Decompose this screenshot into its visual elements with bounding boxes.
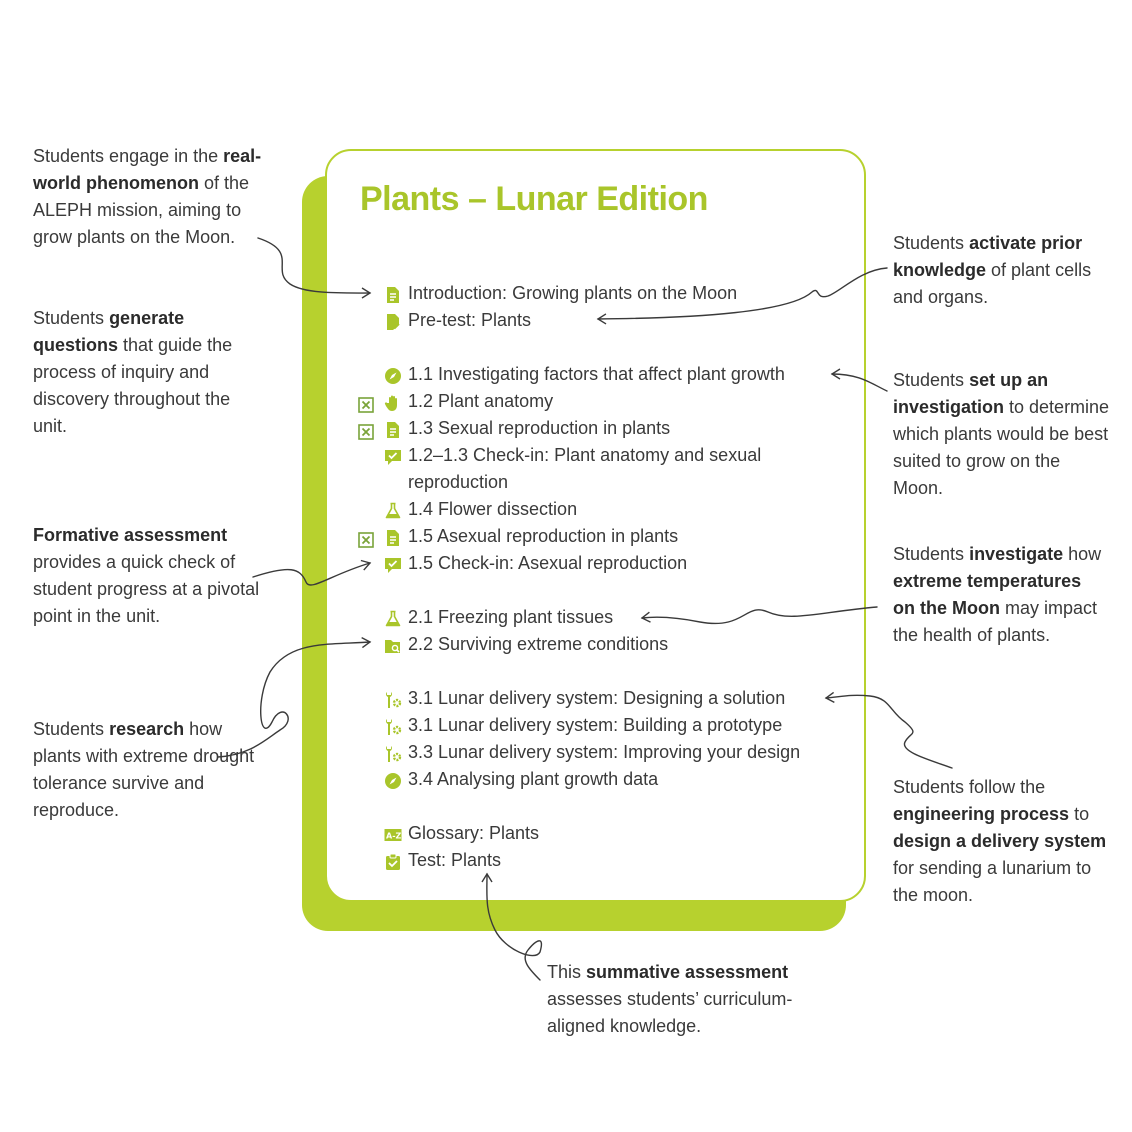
svg-text:A-Z: A-Z	[386, 832, 402, 841]
note-phenomenon: Students engage in the real-world phenom…	[33, 146, 262, 247]
lesson-title: 1.1 Investigating factors that affect pl…	[408, 364, 785, 384]
chat-check-icon	[384, 555, 402, 573]
lesson-title: 3.1 Lunar delivery system: Building a pr…	[408, 715, 783, 735]
compass-icon	[384, 366, 402, 384]
spreadsheet-icon	[358, 394, 374, 413]
compass-icon	[384, 771, 402, 789]
lesson-title: Glossary: Plants	[408, 823, 540, 843]
note-prior-knowledge: Students activate prior knowledge of pla…	[893, 233, 1092, 307]
note-investigation: Students set up an investigation to dete…	[893, 370, 1110, 498]
note-questions: Students generate questions that guide t…	[33, 308, 233, 436]
lesson-title: 1.2–1.3 Check-in: Plant anatomy and sexu…	[408, 445, 762, 492]
tools-icon	[384, 690, 402, 708]
lesson-title: 2.1 Freezing plant tissues	[408, 607, 614, 627]
lesson-title: Introduction: Growing plants on the Moon	[408, 283, 738, 303]
lesson-title: Pre-test: Plants	[408, 310, 532, 330]
lesson-title: 3.1 Lunar delivery system: Designing a s…	[408, 688, 786, 708]
tools-icon	[384, 744, 402, 762]
note-summative: This summative assessment assesses stude…	[547, 962, 793, 1036]
spreadsheet-icon	[358, 421, 374, 440]
lesson-title: 3.4 Analysing plant growth data	[408, 769, 659, 789]
note-investigate: Students investigate how extreme tempera…	[893, 544, 1102, 645]
folder-search-icon	[384, 636, 402, 654]
note-formative: Formative assessment provides a quick ch…	[33, 525, 260, 626]
clipboard-check-icon	[384, 852, 402, 870]
lesson-title: 1.5 Asexual reproduction in plants	[408, 526, 679, 546]
flask-icon	[384, 609, 402, 627]
glossary-icon: A-Z	[384, 825, 402, 843]
lesson-title: 3.3 Lunar delivery system: Improving you…	[408, 742, 801, 762]
flask-icon	[384, 501, 402, 519]
unit-title: Plants – Lunar Edition	[360, 180, 708, 218]
lesson-title: 1.2 Plant anatomy	[408, 391, 554, 411]
tools-icon	[384, 717, 402, 735]
document-icon	[384, 420, 402, 438]
document-check-icon	[384, 312, 402, 330]
document-icon	[384, 528, 402, 546]
hand-icon	[384, 393, 402, 411]
chat-check-icon	[384, 447, 402, 465]
spreadsheet-icon	[358, 529, 374, 548]
lesson-title: 1.3 Sexual reproduction in plants	[408, 418, 671, 438]
lesson-title: 2.2 Surviving extreme conditions	[408, 634, 669, 654]
lesson-title: 1.5 Check-in: Asexual reproduction	[408, 553, 688, 573]
document-icon	[384, 285, 402, 303]
lesson-title: Test: Plants	[408, 850, 502, 870]
note-research: Students research how plants with extrem…	[33, 719, 255, 820]
lesson-title: 1.4 Flower dissection	[408, 499, 578, 519]
note-engineering: Students follow the engineering process …	[893, 777, 1107, 905]
